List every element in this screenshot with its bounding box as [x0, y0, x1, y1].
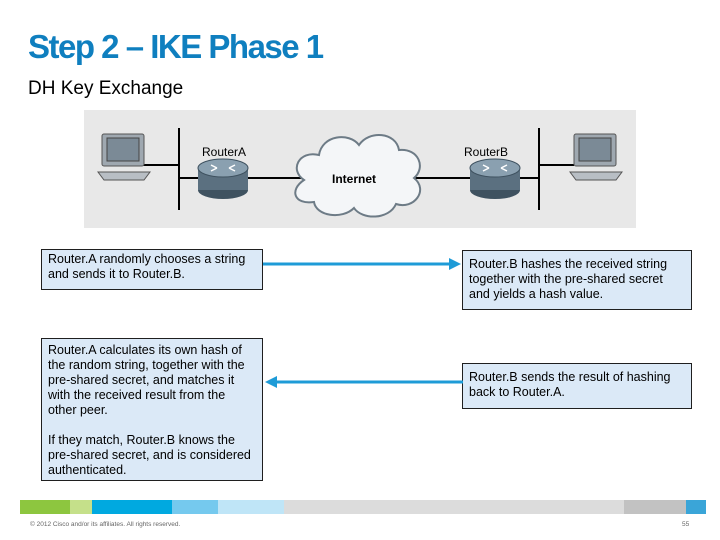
router-a-label: RouterA — [202, 145, 246, 159]
copyright-text: © 2012 Cisco and/or its affiliates. All … — [30, 521, 181, 528]
slide-subtitle: DH Key Exchange — [28, 78, 184, 99]
router-b-step1-box: Router.B hashes the received string toge… — [462, 250, 692, 310]
router-a-step1-text: Router.A randomly chooses a string and s… — [48, 252, 246, 281]
pc-a-icon — [97, 133, 151, 181]
router-a-step2-text: Router.A calculates its own hash of the … — [48, 343, 245, 417]
network-diagram-svg: RouterA RouterB Internet — [97, 128, 623, 218]
router-a-step1-box: Router.A randomly chooses a string and s… — [41, 249, 263, 290]
internet-label: Internet — [332, 172, 376, 186]
router-b-step1-text: Router.B hashes the received string toge… — [469, 257, 668, 301]
pc-b-icon — [569, 133, 623, 181]
internet-cloud-icon — [294, 134, 422, 218]
page-number: 55 — [682, 521, 690, 528]
router-b-icon — [469, 158, 521, 199]
router-a-step2-result-text: If they match, Router.B knows the pre-sh… — [48, 433, 251, 477]
arrow-a-to-b — [263, 258, 461, 270]
router-b-step2-text: Router.B sends the result of hashing bac… — [469, 370, 671, 399]
router-b-step2-box: Router.B sends the result of hashing bac… — [462, 363, 692, 409]
footer-color-bar — [20, 500, 706, 514]
network-diagram: RouterA RouterB Internet — [84, 110, 636, 228]
arrow-b-to-a — [265, 376, 463, 388]
router-b-label: RouterB — [464, 145, 508, 159]
slide-title: Step 2 – IKE Phase 1 — [28, 28, 324, 65]
router-a-icon — [197, 158, 249, 199]
router-a-step2-box: Router.A calculates its own hash of the … — [41, 338, 263, 481]
